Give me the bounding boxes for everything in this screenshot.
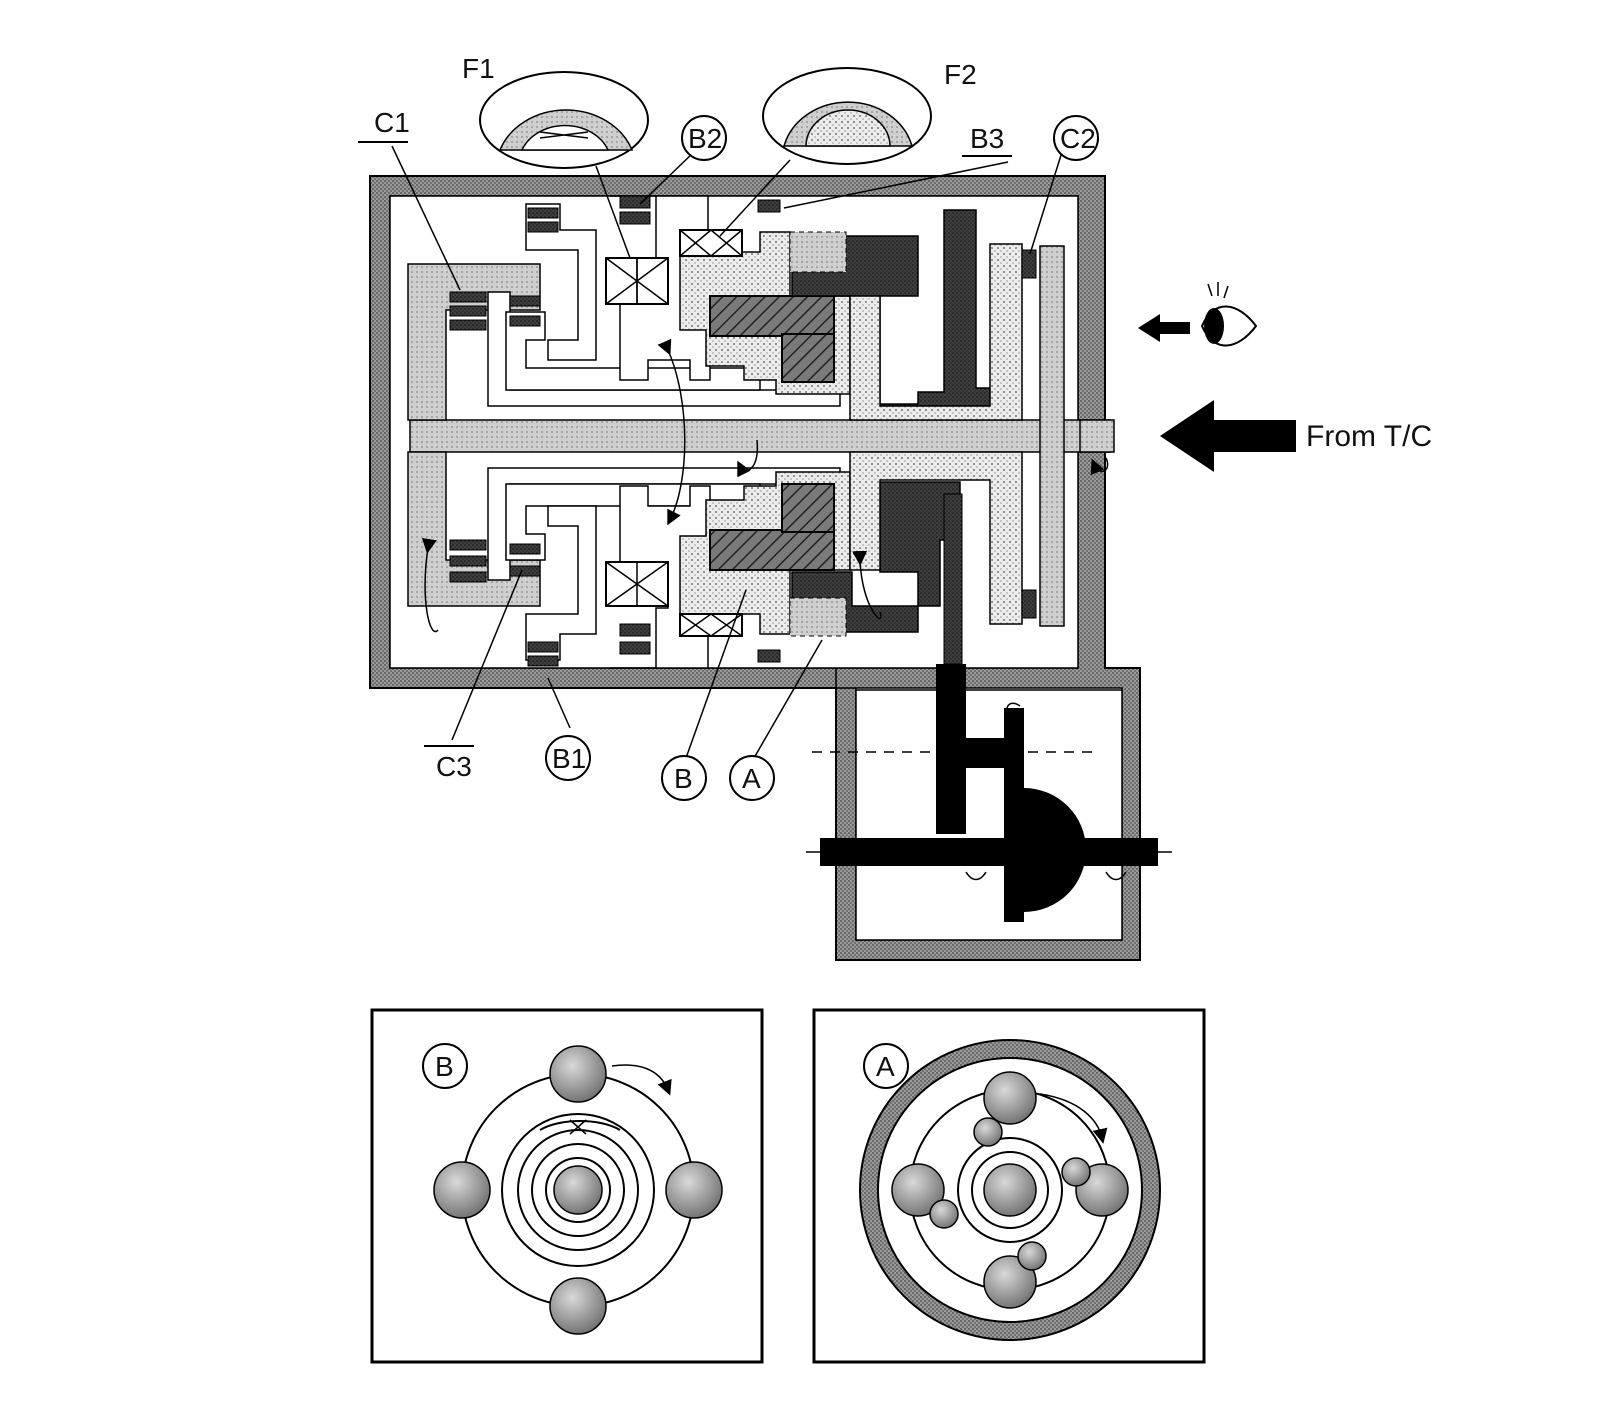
input-arrow-icon	[1160, 400, 1296, 472]
inset-a-label: A	[876, 1051, 895, 1082]
output-shaft	[806, 493, 1172, 922]
label-underlines	[358, 141, 1012, 747]
label-c3: C3	[436, 751, 472, 782]
pinion-gears	[709, 295, 835, 571]
leader-lines	[391, 145, 1063, 759]
label-circles	[545, 115, 1099, 801]
f1-callout	[479, 71, 649, 259]
label-c1: C1	[374, 107, 410, 138]
label-a: A	[742, 763, 761, 794]
inset-b: B	[370, 1008, 764, 1364]
c2-drum	[849, 243, 1065, 627]
label-c2: C2	[1060, 123, 1096, 154]
flow-arrows	[421, 338, 1109, 633]
inset-b-label: B	[435, 1051, 454, 1082]
label-b: B	[674, 763, 693, 794]
eye-icon	[1200, 282, 1258, 347]
label-b3: B3	[970, 123, 1004, 154]
f1-one-way-clutch	[605, 257, 669, 305]
f2-callout	[719, 67, 932, 237]
label-b1: B1	[552, 743, 586, 774]
label-b2: B2	[688, 123, 722, 154]
inset-a: A	[812, 1008, 1206, 1364]
c3-clutch-plates	[449, 539, 541, 583]
label-f2: F2	[944, 59, 977, 90]
input-shaft	[409, 419, 1115, 453]
label-from-tc: From T/C	[1306, 420, 1432, 453]
c1-clutch-plates	[449, 291, 541, 331]
view-direction-arrow-icon	[1138, 314, 1190, 342]
label-f1: F1	[462, 53, 495, 84]
